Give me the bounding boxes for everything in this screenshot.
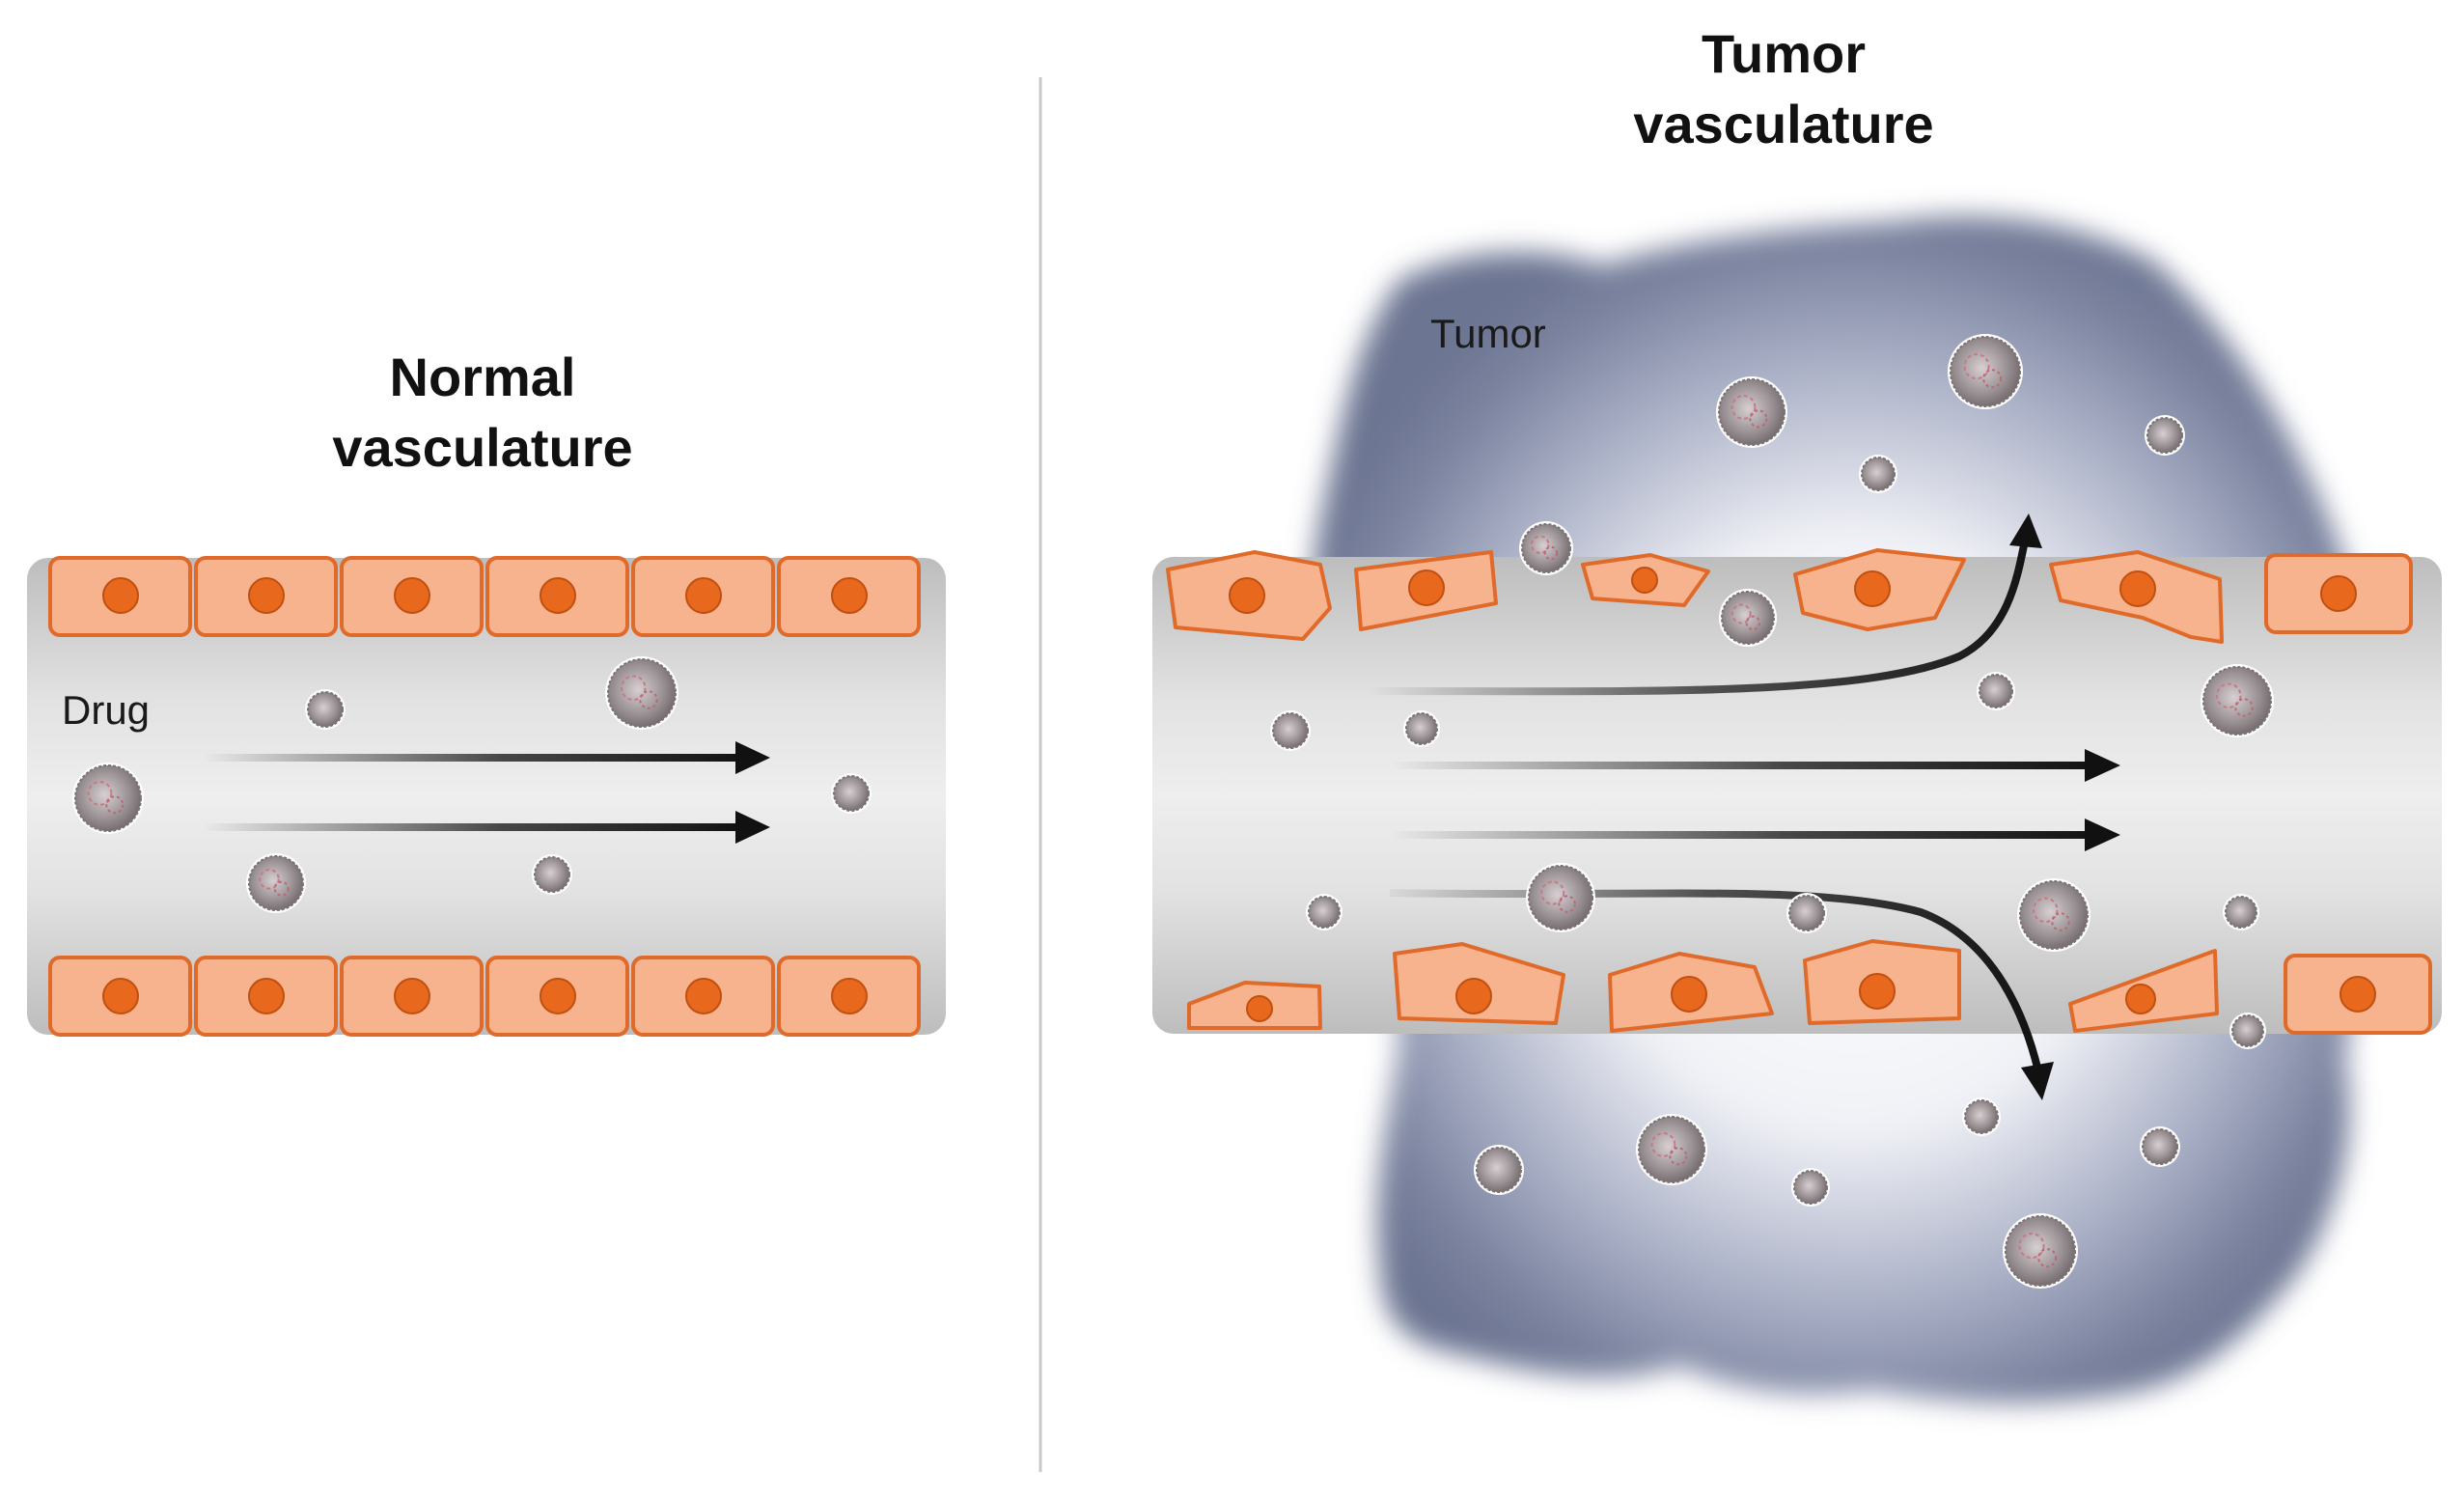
drug-nanoparticle-icon <box>2201 664 2274 737</box>
endothelial-cell-icon <box>194 956 338 1037</box>
endothelial-cell-icon <box>340 956 484 1037</box>
endothelial-cell-icon <box>1393 942 1565 1025</box>
flow-arrow-icon <box>1390 749 2120 782</box>
drug-nanoparticle-icon <box>1306 894 1343 930</box>
endothelial-cell-icon <box>194 556 338 637</box>
drug-nanoparticle-icon <box>1636 1114 1707 1185</box>
endothelial-cell-icon <box>340 556 484 637</box>
drug-nanoparticle-icon <box>2223 894 2259 930</box>
endothelial-cell-icon <box>1187 981 1322 1030</box>
drug-nanoparticle-icon <box>1977 672 2015 710</box>
tumor-label: Tumor <box>1430 311 1546 356</box>
drug-nanoparticle-icon <box>2229 1013 2266 1049</box>
drug-nanoparticle-icon <box>1474 1145 1524 1195</box>
endothelial-cell-icon <box>631 556 775 637</box>
drug-nanoparticle-icon <box>72 763 144 834</box>
drug-nanoparticle-icon <box>2140 1126 2180 1167</box>
drug-label: Drug <box>62 687 151 733</box>
normal-title-line1: Normal <box>389 347 576 407</box>
tumor-endothelium-bottom <box>1187 939 2432 1035</box>
drug-nanoparticle-icon <box>1526 863 1595 932</box>
tumor-title-line2: vasculature <box>1633 93 1934 154</box>
drug-nanoparticle-icon <box>305 689 346 730</box>
endothelial-cell-icon <box>2284 954 2432 1035</box>
endothelial-cell-icon <box>1166 550 1332 641</box>
flow-arrow-icon <box>203 811 770 844</box>
endothelial-cell-icon <box>485 556 629 637</box>
drug-nanoparticle-icon <box>1948 334 2023 409</box>
tumor-panel-title: Tumor vasculature <box>1591 19 1977 160</box>
drug-nanoparticle-icon <box>246 853 306 913</box>
endothelial-cell-icon <box>1354 550 1498 631</box>
drug-nanoparticle-icon <box>1403 710 1440 747</box>
endothelial-cell-icon <box>485 956 629 1037</box>
flow-arrow-icon <box>1390 819 2120 851</box>
endothelial-cell-icon <box>1608 952 1774 1033</box>
normal-flow-arrows <box>203 741 770 844</box>
drug-nanoparticle-icon <box>1716 376 1787 448</box>
drug-nanoparticle-icon <box>1962 1097 2001 1136</box>
endothelial-cell-icon <box>777 956 921 1037</box>
endothelial-cell-icon <box>48 556 192 637</box>
drug-nanoparticle-icon <box>1719 589 1777 647</box>
drug-nanoparticle-icon <box>1859 455 1897 493</box>
normal-panel-title: Normal vasculature <box>290 343 676 484</box>
drug-nanoparticle-icon <box>2145 415 2185 456</box>
drug-nanoparticle-icon <box>1519 521 1573 575</box>
endothelial-cell-icon <box>2068 949 2219 1033</box>
tumor-title-line1: Tumor <box>1701 23 1867 84</box>
endothelial-cell-icon <box>1803 939 1961 1025</box>
tumor-endothelium-top <box>1166 548 2413 644</box>
drug-nanoparticle-icon <box>1791 1168 1830 1207</box>
normal-vessel-lumen <box>27 558 946 1035</box>
endothelial-cell-icon <box>631 956 775 1037</box>
endothelial-cell-icon <box>1581 553 1710 607</box>
normal-title-line2: vasculature <box>332 416 633 478</box>
tumor-vessel-lumen <box>1152 557 2442 1034</box>
drug-nanoparticle-icon <box>605 656 678 730</box>
endothelial-cell-icon <box>2049 550 2224 644</box>
endothelial-cell-icon <box>777 556 921 637</box>
tumor-vessel <box>1152 548 2442 1035</box>
extravasation-arrow-up-icon <box>1370 514 2042 696</box>
normal-nanoparticles <box>72 656 872 913</box>
normal-endothelium-top <box>48 556 921 637</box>
endothelial-cell-icon <box>48 956 192 1037</box>
drug-nanoparticle-icon <box>1786 893 1827 933</box>
endothelial-cell-icon <box>2264 553 2413 634</box>
drug-nanoparticle-icon <box>2017 878 2090 952</box>
drug-nanoparticle-icon <box>532 854 572 895</box>
flow-arrow-icon <box>203 741 770 774</box>
drug-nanoparticle-icon <box>1270 710 1311 751</box>
normal-endothelium-bottom <box>48 956 921 1037</box>
endothelial-cell-icon <box>1793 548 1966 631</box>
drug-nanoparticle-icon <box>2003 1213 2078 1289</box>
drug-nanoparticle-icon <box>831 773 872 814</box>
tumor-nanoparticles <box>1270 334 2274 1289</box>
normal-vessel <box>27 556 946 1037</box>
